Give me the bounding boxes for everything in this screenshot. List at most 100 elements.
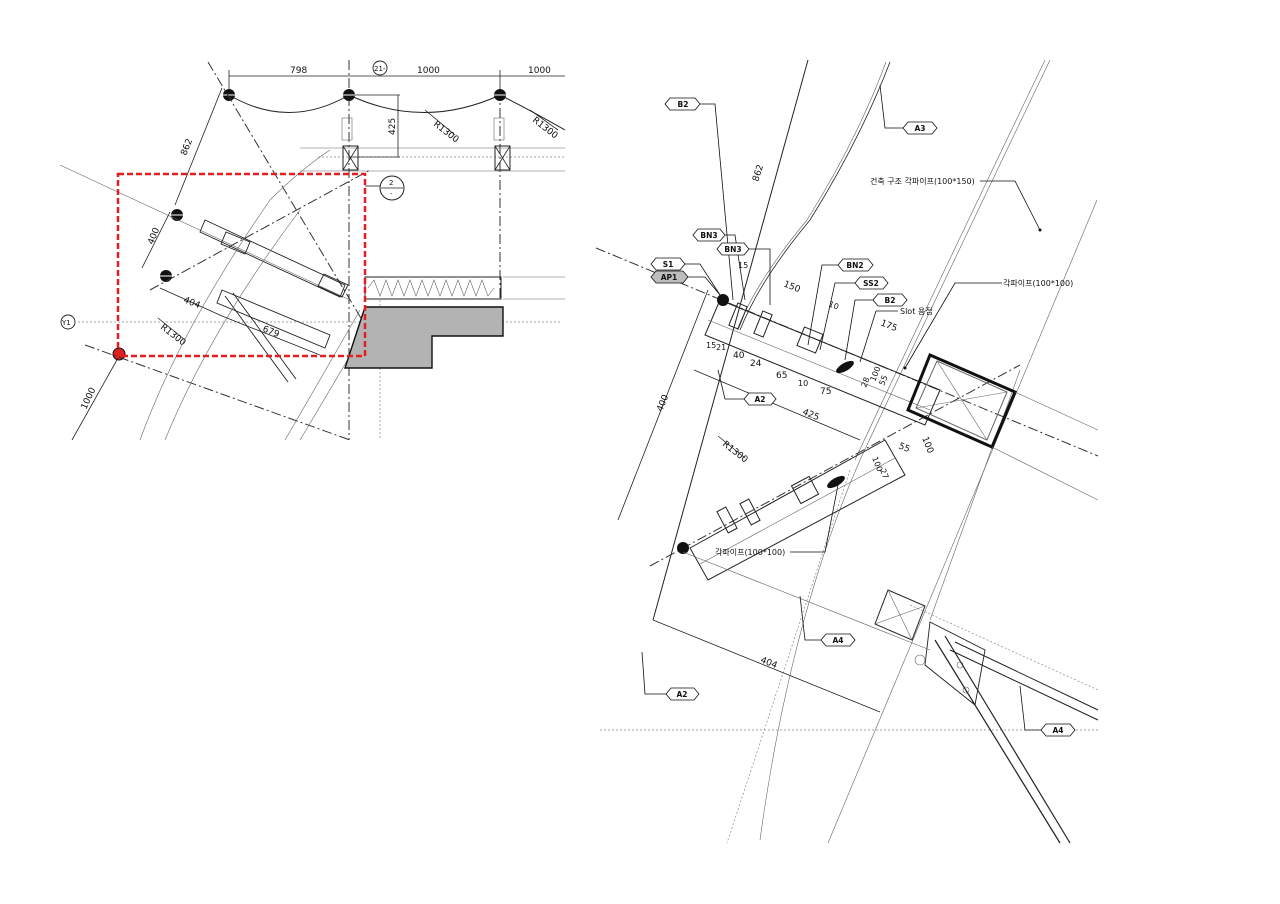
- dim-1000-b: 1000: [528, 66, 551, 76]
- note-structure-pipe: 건축 구조 각파이프(100*150): [870, 176, 975, 186]
- tag-s1: S1: [650, 257, 723, 299]
- dim-404: 404: [182, 296, 202, 312]
- tag-a4-low: A4: [1019, 685, 1076, 737]
- dim-798: 798: [290, 66, 307, 76]
- column-box-22: [493, 117, 511, 171]
- bracket-axis-2: [649, 364, 1021, 567]
- right-dim-100b: 100: [919, 435, 935, 455]
- svg-text:BN2: BN2: [846, 261, 863, 270]
- lower-connection-node: [874, 589, 1099, 844]
- dim-line-425: [693, 369, 861, 441]
- right-dim-10b: 10: [798, 379, 808, 388]
- tag-ss2: SS2: [819, 276, 889, 351]
- right-dim-27: 27: [878, 467, 890, 480]
- note-pipe-lower: 각파이프(100*100): [715, 547, 785, 557]
- right-dim-75: 75: [820, 387, 831, 397]
- right-dim-15: 15: [738, 261, 748, 270]
- edge-line-left: [652, 59, 809, 621]
- svg-text:A2: A2: [676, 690, 687, 699]
- tag-a4: A4: [799, 595, 856, 647]
- right-dim-425: 425: [801, 408, 821, 424]
- cable-arcs: [228, 94, 566, 131]
- dim-line-404: [652, 619, 881, 713]
- insulation-pattern: [367, 279, 495, 297]
- grid-mark-top-label: 21-: [374, 65, 386, 73]
- anchor-node-lower: [677, 542, 689, 554]
- anchor-node-3: [494, 89, 506, 101]
- right-radius-label: R1300: [720, 439, 749, 465]
- right-dim-55b: 55: [897, 442, 911, 456]
- dim-1000-a: 1000: [417, 66, 440, 76]
- tag-bn3-a: BN3: [692, 228, 746, 301]
- radius-label-top-2: R1300: [530, 115, 559, 141]
- tag-a3: A3: [879, 84, 938, 135]
- tag-ap1: AP1: [650, 270, 727, 303]
- dim-line-400: [617, 289, 709, 521]
- right-dim-21: 21: [716, 343, 726, 352]
- filled-slab: [344, 306, 504, 369]
- svg-text:BN3: BN3: [724, 245, 741, 254]
- upper-square-pipe: [704, 299, 941, 426]
- grid-mark-left-label: Y1: [61, 319, 71, 327]
- slab-edge: [364, 276, 502, 300]
- diagonal-axis-2: [149, 169, 371, 291]
- right-dim-55a: 55: [878, 374, 890, 387]
- section-callout-number: 2: [389, 179, 393, 187]
- radius-label-left: R1300: [158, 322, 187, 348]
- note-slot-weld: Slot 용접: [900, 306, 933, 316]
- right-dim-150: 150: [782, 280, 802, 296]
- right-dim-15b: 15: [706, 341, 716, 350]
- svg-text:A2: A2: [754, 395, 765, 404]
- grid-mark-left: [60, 314, 76, 330]
- svg-text:B2: B2: [678, 100, 689, 109]
- tag-b2-mid: B2: [844, 293, 908, 361]
- dim-425: 425: [388, 118, 398, 135]
- right-dim-400: 400: [656, 393, 672, 413]
- dim-1000-c: 1000: [80, 386, 99, 411]
- anchor-node-1: [223, 89, 235, 101]
- grid-mark-top: [372, 60, 388, 76]
- tag-b2-top: B2: [664, 97, 734, 301]
- svg-text:BN3: BN3: [700, 231, 717, 240]
- right-enlarged-detail: 400 862 404 425 150 15 10 175 15 21 40 2…: [595, 59, 1099, 844]
- svg-text:B2: B2: [885, 296, 896, 305]
- right-dim-404: 404: [759, 656, 779, 672]
- membrane-curve-outer: [759, 59, 1051, 841]
- svg-text:A3: A3: [914, 124, 925, 133]
- right-dim-28: 28: [860, 376, 872, 389]
- dim-400: 400: [147, 226, 163, 246]
- bracket-tube-lower: [216, 289, 331, 383]
- svg-text:S1: S1: [663, 260, 674, 269]
- svg-text:A4: A4: [1052, 726, 1063, 735]
- left-plan-detail: 798 1000 1000 21- 425 R1300 R1300: [59, 60, 566, 441]
- anchor-node-s1: [717, 294, 729, 306]
- bracket-tube-upper: [199, 219, 349, 298]
- detail-highlight-frame: [116, 172, 367, 358]
- tag-a2-mid: A2: [717, 369, 777, 406]
- membrane-curve-r1300: [739, 61, 891, 331]
- diagonal-axis-1: [207, 61, 381, 351]
- tag-bn2: BN2: [807, 258, 874, 346]
- anchor-node-5: [160, 270, 172, 282]
- section-callout: 2 -: [365, 175, 405, 201]
- dim-862: 862: [180, 137, 196, 157]
- diagonal-axis-3: [84, 344, 351, 441]
- right-dim-40: 40: [733, 351, 745, 361]
- section-callout-sub: -: [390, 190, 393, 198]
- svg-text:SS2: SS2: [863, 279, 879, 288]
- structure-square-pipe: [906, 353, 1017, 449]
- right-dim-862: 862: [751, 163, 766, 182]
- right-dim-24: 24: [750, 359, 762, 369]
- anchor-node-2: [343, 89, 355, 101]
- svg-text:AP1: AP1: [661, 273, 678, 282]
- lower-square-pipe: [689, 439, 906, 581]
- note-pipe-upper: 각파이프(100*100): [1003, 278, 1073, 288]
- right-dim-65: 65: [776, 371, 787, 381]
- tag-bn3-b: BN3: [716, 242, 771, 305]
- right-dim-175: 175: [879, 319, 899, 335]
- tag-a2-low: A2: [641, 651, 700, 701]
- svg-text:A4: A4: [832, 636, 843, 645]
- column-box-21: [341, 117, 359, 171]
- radius-label-top-1: R1300: [431, 119, 460, 145]
